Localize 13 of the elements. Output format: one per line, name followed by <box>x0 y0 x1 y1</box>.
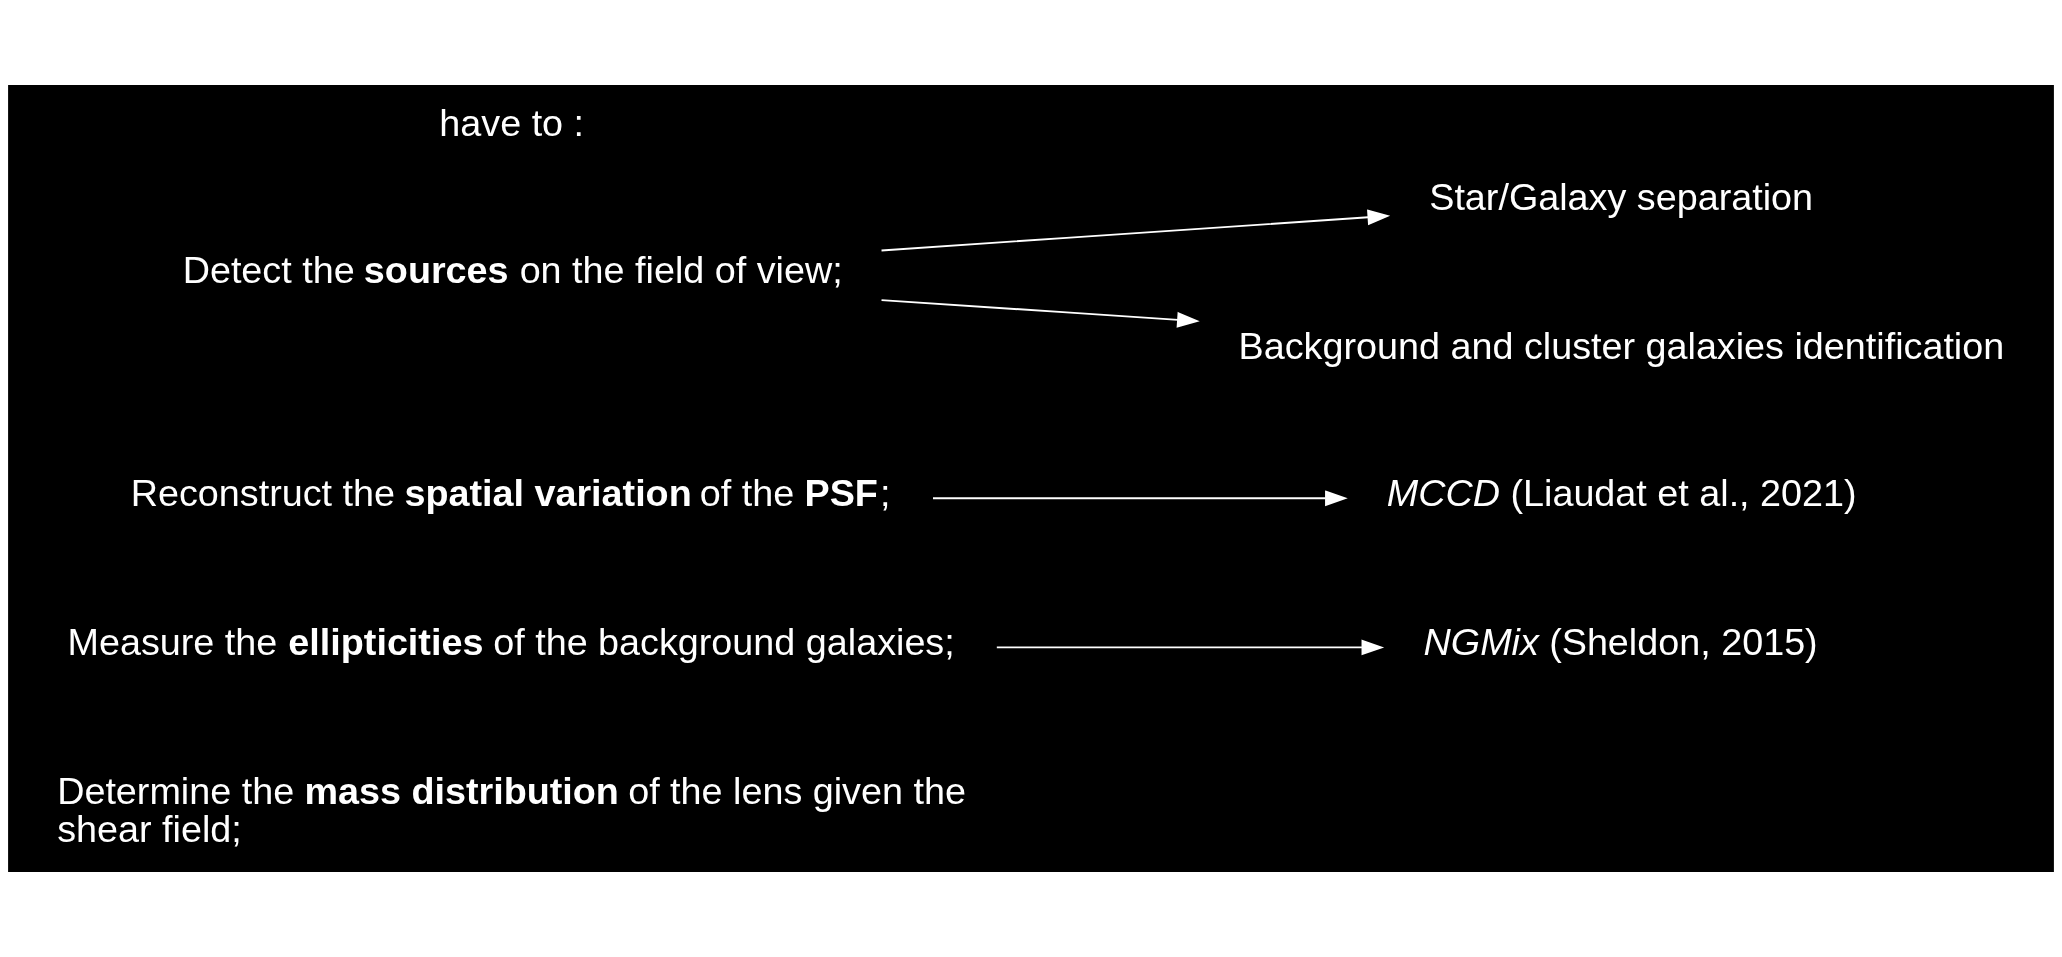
arrow <box>880 299 1200 328</box>
node-text: Background and cluster galaxies identification <box>1238 324 2005 367</box>
node-text: Measure the ellipticities of the background galaxies; <box>67 620 955 663</box>
node-text: Star/Galaxy separation <box>1429 175 1814 218</box>
node-text: NGMix (Sheldon, 2015) <box>1423 620 1818 663</box>
arrow <box>880 209 1391 252</box>
arrow <box>995 639 1385 656</box>
label: have to : <box>439 101 585 144</box>
node-text: Reconstruct the spatial variation of the PSF; <box>130 471 891 514</box>
arrow <box>932 490 1348 507</box>
node-text: Detect the sources on the field of view; <box>182 249 843 292</box>
node-text: Determine the mass distribution of the lens given the shear field; <box>57 770 966 850</box>
node-text: MCCD (Liaudat et al., 2021) <box>1386 471 1857 514</box>
